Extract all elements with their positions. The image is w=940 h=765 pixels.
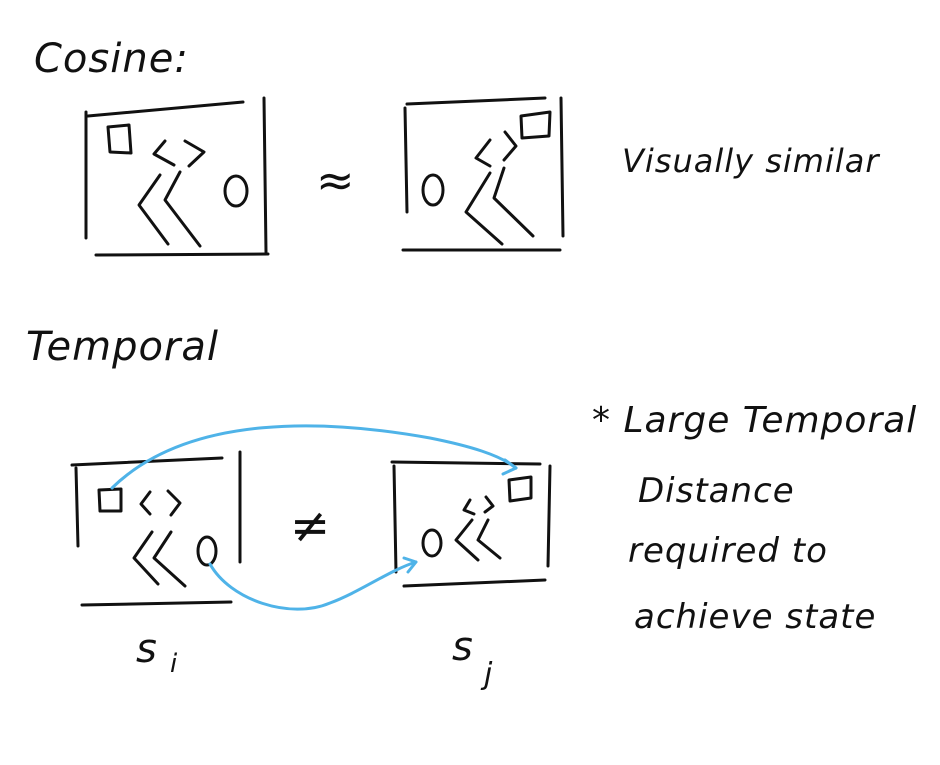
circle-object <box>421 173 445 207</box>
frame-border <box>390 460 552 588</box>
cosine-relation-symbol: ≈ <box>316 153 356 207</box>
square-object <box>97 487 123 513</box>
state-symbol: s <box>452 624 474 670</box>
robot-legs <box>137 139 206 248</box>
robot-legs <box>454 495 502 562</box>
square-object <box>519 110 552 140</box>
square-object <box>507 475 533 503</box>
state-subscript: j <box>480 657 493 692</box>
temporal-right-frame <box>390 460 552 588</box>
cosine-right-frame <box>401 96 565 252</box>
circle-object <box>421 528 443 558</box>
note-line: Distance <box>638 471 795 511</box>
note-line: * Large Temporal <box>592 400 917 441</box>
note-line: required to <box>628 531 828 571</box>
square-object <box>106 123 133 155</box>
circle-object <box>196 535 218 567</box>
temporal-left-frame <box>70 450 242 607</box>
temporal-section: Temporal ≠ s i s j <box>26 324 917 692</box>
arrowhead-square <box>501 458 518 476</box>
left-frame-label: s i <box>136 626 178 679</box>
robot-legs <box>464 130 535 246</box>
cosine-note: Visually similar <box>622 142 880 180</box>
cosine-section: Cosine: ≈ Visually similar <box>34 36 880 257</box>
temporal-arrows <box>110 424 518 611</box>
robot-legs <box>132 489 187 588</box>
temporal-note: * Large Temporal Distance required to ac… <box>592 400 917 637</box>
frame-border <box>84 96 270 257</box>
note-line: achieve state <box>634 597 876 637</box>
right-frame-label: s j <box>452 624 493 692</box>
state-subscript: i <box>170 649 178 679</box>
state-symbol: s <box>136 626 158 672</box>
arrowhead-circle <box>402 556 418 574</box>
circle-object <box>223 174 249 208</box>
cosine-heading: Cosine: <box>34 36 189 82</box>
frame-border <box>401 96 565 252</box>
temporal-heading: Temporal <box>26 324 219 370</box>
square-transition-arrow <box>110 424 518 490</box>
temporal-relation-symbol: ≠ <box>290 498 331 554</box>
circle-transition-arrow <box>208 560 418 611</box>
cosine-left-frame <box>84 96 270 257</box>
